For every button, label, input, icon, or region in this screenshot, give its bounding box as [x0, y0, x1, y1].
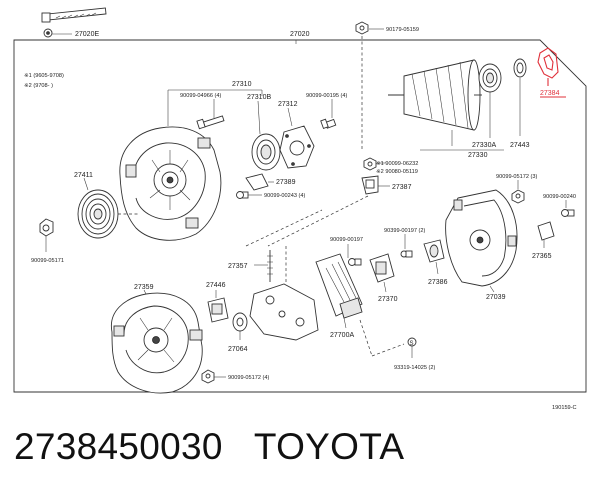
screw-90099-04966[interactable]: 90099-04966 (4)	[180, 93, 225, 130]
caption-brand: TOYOTA	[253, 426, 405, 467]
label-90099-05172-4: 90099-05172 (4)	[228, 375, 270, 381]
screw-90099-00243[interactable]: 90099-00243 (4)	[236, 191, 306, 200]
bearing-retainer-27312[interactable]: 27312	[278, 101, 315, 169]
exploded-parts-diagram: 27020E 27020 90179-05159 ※1 (9605-9708) …	[13, 7, 587, 411]
label-27370: 27370	[378, 296, 398, 303]
label-27064: 27064	[228, 346, 248, 353]
bearing-27310B[interactable]: 27310B	[247, 94, 281, 171]
terminal-27387[interactable]: 27387	[267, 175, 412, 247]
label-27411: 27411	[74, 172, 93, 179]
washer-27064[interactable]: 27064	[228, 312, 248, 353]
label-27357: 27357	[228, 263, 248, 270]
bolt-90099-00240[interactable]: 90099-00240	[543, 194, 576, 217]
label-27020E: 27020E	[75, 31, 99, 38]
label-27330A: 27330A	[472, 142, 496, 149]
label-90099-05171: 90099-05171	[31, 258, 64, 264]
label-27310: 27310	[232, 81, 252, 88]
label-27389: 27389	[276, 179, 296, 186]
terminal-insulator-27389[interactable]: 27389	[245, 173, 296, 191]
label-27443: 27443	[510, 142, 530, 149]
screw-93319-14025[interactable]: S 93319-14025 (2)	[394, 337, 436, 371]
label-90099-05172-3: 90099-05172 (3)	[496, 174, 538, 180]
label-27310B: 27310B	[247, 94, 271, 101]
retainer-ring-27384[interactable]: 27384	[537, 47, 566, 98]
label-90080-05119: ※2 90080-05119	[376, 169, 418, 175]
part-caption: 2738450030 TOYOTA	[14, 428, 404, 465]
stator-frame-27359[interactable]: 27359	[110, 284, 203, 394]
label-27020: 27020	[290, 31, 310, 38]
label-90399-00197: 90399-00197 (2)	[384, 228, 426, 234]
figure-code: 190159-C	[552, 405, 577, 411]
caption-part-number: 2738450030	[14, 426, 223, 467]
label-27330: 27330	[468, 152, 488, 159]
nut-90179-05159[interactable]: 90179-05159	[355, 21, 419, 150]
through-bolt-27020E[interactable]: 27020E	[41, 7, 107, 38]
label-90099-00240: 90099-00240	[543, 194, 576, 200]
label-93319-14025: 93319-14025 (2)	[394, 365, 436, 371]
label-27387: 27387	[392, 184, 412, 191]
nut-90099-05172-set-3[interactable]: 90099-05172 (3)	[496, 174, 538, 204]
label-27384: 27384	[540, 90, 560, 97]
brush-holder-27370[interactable]: 27370	[369, 253, 398, 303]
terminal-cover-27365[interactable]: 27365	[532, 221, 555, 260]
label-27386: 27386	[428, 279, 448, 286]
label-27365: 27365	[532, 253, 552, 260]
regulator-27700A[interactable]: 27700A	[315, 253, 405, 357]
insulator-27446[interactable]: 27446	[206, 282, 229, 323]
screw-90099-00197[interactable]: 90099-00197	[330, 237, 363, 266]
label-27039: 27039	[486, 294, 506, 301]
label-90099-06232: ※1 90099-06232	[376, 161, 418, 167]
note-2-date-range: ※2 (9708- )	[24, 83, 53, 89]
label-27700A: 27700A	[330, 332, 354, 339]
label-27359: 27359	[134, 284, 154, 291]
rear-end-frame-27039[interactable]: 27039	[445, 189, 518, 301]
label-90099-00197: 90099-00197	[330, 237, 363, 243]
label-90099-00243: 90099-00243 (4)	[264, 193, 306, 199]
note-1-date-range: ※1 (9605-9708)	[24, 73, 64, 79]
pulley-nut-90099-05171[interactable]: 90099-05171	[31, 218, 64, 264]
rotor-bearing-27330A[interactable]: 27330A	[472, 63, 502, 149]
assembly-frame	[13, 39, 587, 393]
bearing-cover-27443[interactable]: 27443	[510, 58, 530, 149]
screw-90399-00197[interactable]: 90399-00197 (2)	[384, 228, 426, 258]
label-90099-00195: 90099-00195 (4)	[306, 93, 348, 99]
screw-90099-00195[interactable]: 90099-00195 (4)	[306, 93, 348, 130]
drive-end-frame-27310[interactable]: 27310	[119, 81, 263, 241]
nut-90099-06232[interactable]: ※1 90099-06232 ※2 90080-05119	[363, 157, 418, 175]
pulley-27411[interactable]: 27411	[74, 172, 119, 239]
regulator-cover-27386[interactable]: 27386	[423, 239, 448, 286]
rectifier-holder-27357[interactable]: 27357	[228, 250, 319, 341]
svg-text:S: S	[410, 341, 414, 347]
label-90099-04966: 90099-04966 (4)	[180, 93, 222, 99]
label-90179-05159: 90179-05159	[386, 27, 419, 33]
label-27312: 27312	[278, 101, 298, 108]
nut-90099-05172-set-4[interactable]: 90099-05172 (4)	[201, 369, 270, 384]
rotor-assembly-27330[interactable]: 27330	[388, 59, 504, 159]
label-27446: 27446	[206, 282, 226, 289]
